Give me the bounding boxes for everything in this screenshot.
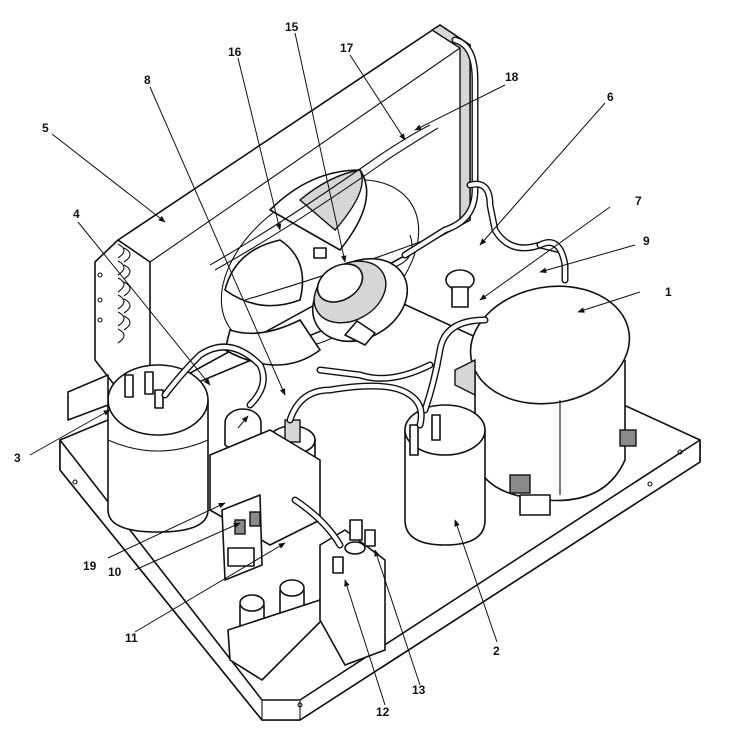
coil-bends	[117, 243, 131, 344]
compressor	[454, 285, 637, 516]
leader-lines	[29, 32, 641, 706]
leader-12	[344, 579, 386, 706]
callout-10: 10	[108, 565, 122, 579]
callout-4: 4	[73, 207, 80, 221]
leader-18	[414, 84, 506, 131]
leader-13	[374, 549, 421, 686]
callout-13: 13	[412, 683, 426, 697]
refrigerant-piping	[161, 36, 569, 549]
leader-2	[454, 519, 498, 643]
leader-17	[349, 54, 406, 141]
callout-17: 17	[340, 41, 354, 55]
leader-10	[134, 522, 241, 571]
receiver-tank	[404, 404, 486, 546]
leader-3	[29, 409, 111, 456]
start-capacitors	[227, 579, 323, 681]
callout-16: 16	[228, 45, 242, 59]
leader-8	[149, 86, 286, 396]
callout-11: 11	[125, 631, 138, 645]
callout-6: 6	[607, 90, 614, 104]
callout-5: 5	[42, 121, 49, 135]
leader-19	[107, 502, 226, 559]
leader-11	[134, 542, 286, 633]
callout-7: 7	[635, 194, 642, 208]
callout-labels: 1 2 3 4 5 6 7 8 9 10 11 12 13 15 16 17 1…	[14, 20, 672, 719]
leader-4	[77, 221, 211, 386]
callout-19: 19	[83, 559, 97, 573]
control-box	[209, 429, 321, 581]
callout-9: 9	[643, 234, 650, 248]
leader-16	[237, 57, 282, 231]
pressure-switch	[445, 269, 475, 308]
service-valves	[319, 519, 386, 666]
callout-1: 1	[665, 285, 672, 299]
fan-motor	[311, 247, 409, 346]
callout-8: 8	[144, 73, 151, 87]
leader-6	[479, 102, 606, 246]
callout-2: 2	[493, 644, 500, 658]
leader-1	[577, 291, 641, 313]
leader-7	[479, 206, 611, 301]
leader-9	[539, 244, 636, 273]
leader-5	[51, 133, 166, 223]
callout-15: 15	[285, 20, 299, 34]
callout-12: 12	[376, 705, 390, 719]
callout-18: 18	[505, 70, 519, 84]
leader-15	[294, 32, 347, 263]
accumulator-tank	[67, 364, 209, 533]
callout-3: 3	[14, 451, 21, 465]
